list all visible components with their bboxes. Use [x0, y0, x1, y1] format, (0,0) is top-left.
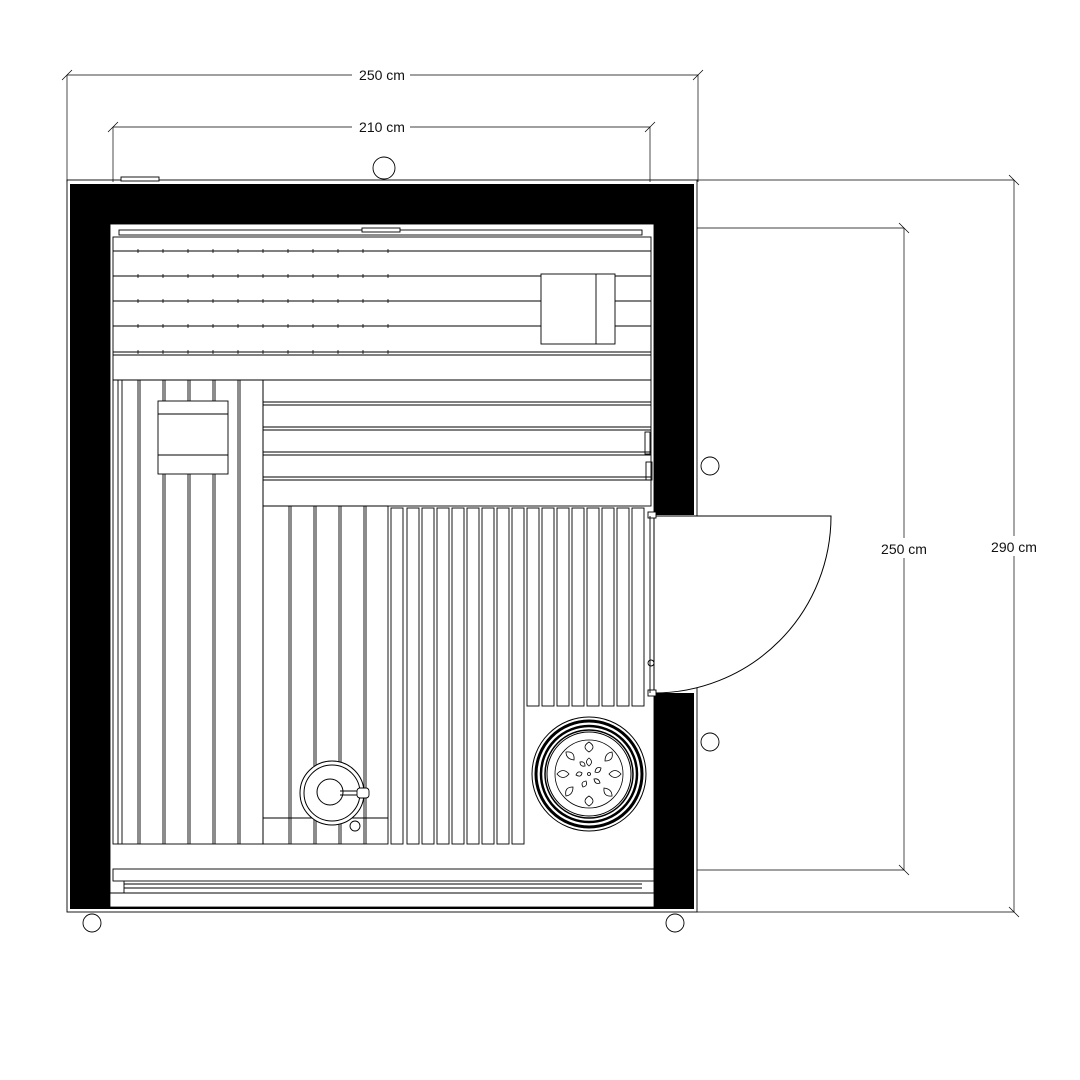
wall-top — [70, 184, 694, 224]
door-swing — [653, 515, 832, 694]
dimension-inner-width: 210 cm — [107, 116, 656, 182]
heater-stones — [554, 739, 624, 809]
dimension-inner-depth: 250 cm — [697, 222, 934, 876]
foot-bottom-left — [82, 913, 102, 933]
middle-bench — [262, 379, 653, 507]
sauna-stove — [531, 716, 647, 832]
wall-left — [70, 184, 110, 909]
foot-right-upper — [700, 456, 720, 476]
wall-right-upper — [654, 184, 694, 515]
headrest-upper — [540, 273, 616, 345]
outer-depth-label: 290 cm — [991, 539, 1037, 555]
floor-duckboard-right — [390, 507, 645, 845]
outer-walls — [66, 176, 698, 913]
foot-top — [372, 156, 396, 180]
foot-bottom-right — [665, 913, 685, 933]
headrest-left — [157, 400, 229, 475]
wall-right-lower — [654, 693, 694, 909]
inner-width-label: 210 cm — [359, 119, 405, 135]
entry-door[interactable] — [647, 511, 832, 697]
dimension-outer-depth: 290 cm — [697, 174, 1044, 918]
upper-bench — [112, 236, 652, 381]
leveling-feet — [82, 156, 720, 933]
bucket-and-ladle — [299, 760, 370, 832]
inner-depth-label: 250 cm — [881, 541, 927, 557]
outer-width-label: 250 cm — [359, 67, 405, 83]
dimension-outer-width: 250 cm — [61, 64, 704, 182]
foot-right-lower — [700, 732, 720, 752]
